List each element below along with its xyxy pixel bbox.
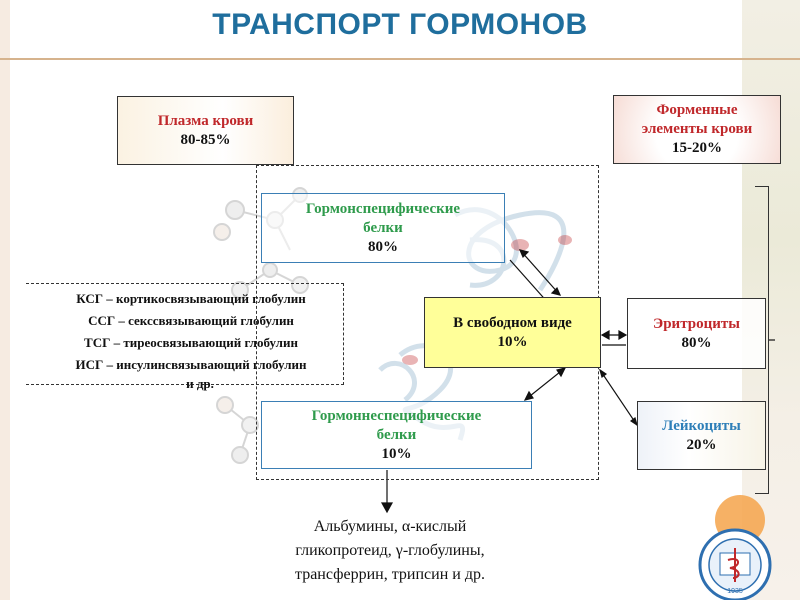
plasma-value: 80-85% bbox=[180, 131, 231, 148]
formed-label-line1: Форменные bbox=[656, 102, 738, 118]
title-underline bbox=[0, 58, 800, 60]
globulin-item-etc: и др. bbox=[186, 376, 214, 391]
albumins-line1: Альбумины, α-кислый bbox=[313, 518, 467, 535]
leukocytes-value: 20% bbox=[686, 436, 717, 453]
nonspecific-value: 10% bbox=[381, 445, 412, 462]
globulin-item: КСГ – кортикосвязывающий глобулин bbox=[76, 291, 306, 306]
free-label: В свободном виде bbox=[453, 314, 572, 331]
formed-value: 15-20% bbox=[672, 140, 722, 156]
free-value: 10% bbox=[497, 333, 528, 350]
nonspecific-line2: белки bbox=[376, 426, 417, 443]
leukocytes-label: Лейкоциты bbox=[662, 417, 741, 434]
globulin-item: ИСГ – инсулинсвязывающий глобулин bbox=[75, 357, 307, 372]
specific-value: 80% bbox=[368, 238, 398, 255]
specific-proteins-box: Гормонспецифические белки 80% bbox=[261, 193, 505, 263]
formed-elements-bracket bbox=[755, 186, 769, 494]
plasma-label: Плазма крови bbox=[157, 112, 254, 129]
globulin-list-frame: КСГ – кортикосвязывающий глобулин ССГ – … bbox=[26, 283, 344, 385]
connector-arrows bbox=[380, 249, 639, 514]
blood-cell-illustration bbox=[402, 235, 572, 365]
specific-line2: белки bbox=[363, 219, 403, 236]
nonspecific-proteins-box: Гормоннеспецифические белки 10% bbox=[261, 401, 532, 469]
globulin-item: ТСГ – тиреосвязывающий глобулин bbox=[84, 335, 298, 350]
erythrocytes-label: Эритроциты bbox=[653, 315, 740, 332]
nonspecific-line1: Гормоннеспецифические bbox=[311, 407, 482, 424]
erythrocytes-value: 80% bbox=[681, 334, 712, 351]
free-form-box: В свободном виде 10% bbox=[424, 297, 601, 368]
university-logo: 1935 bbox=[698, 495, 772, 600]
albumins-line3: трансферрин, трипсин и др. bbox=[295, 566, 485, 583]
formed-elements-box: Форменные элементы крови 15-20% bbox=[613, 95, 781, 164]
slide-title: ТРАНСПОРТ ГОРМОНОВ bbox=[212, 8, 588, 41]
albumins-text: Альбумины, α-кислый гликопротеид, γ-глоб… bbox=[250, 515, 530, 587]
logo-year: 1935 bbox=[727, 588, 743, 595]
slide-left-border bbox=[0, 0, 10, 600]
albumins-line2: гликопротеид, γ-глобулины, bbox=[295, 542, 485, 559]
leukocytes-box: Лейкоциты 20% bbox=[637, 401, 766, 470]
plasma-box: Плазма крови 80-85% bbox=[117, 96, 294, 165]
erythrocytes-box: Эритроциты 80% bbox=[627, 298, 766, 369]
globulin-item: ССГ – сексcвязывающий глобулин bbox=[88, 313, 294, 328]
formed-label-line2: элементы крови bbox=[641, 121, 753, 137]
specific-line1: Гормонспецифические bbox=[305, 200, 461, 217]
